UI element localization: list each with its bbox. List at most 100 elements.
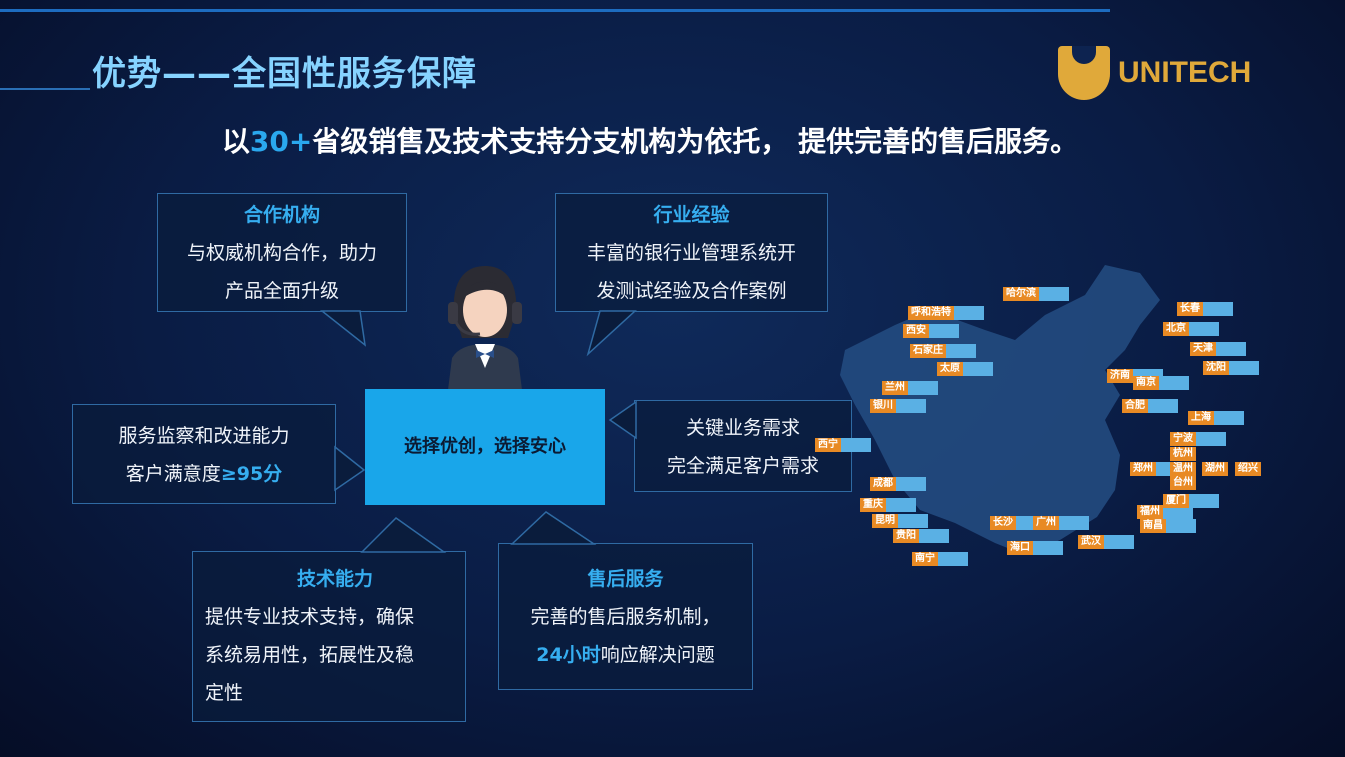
card-highlight: ≥95分 (220, 463, 283, 485)
card-pointer (608, 400, 637, 440)
city-branch-info (1189, 322, 1219, 336)
city-name: 昆明 (872, 514, 898, 528)
city-branch-info (1166, 519, 1196, 533)
card-title: 合作机构 (243, 204, 320, 226)
city-name: 哈尔滨 (1003, 287, 1039, 301)
city-branch-info (938, 552, 968, 566)
card-tech: 技术能力 提供专业技术支持，确保 系统易用性，拓展性及稳 定性 (192, 551, 466, 722)
card-pointer (320, 310, 367, 347)
city-tag: 南京 (1133, 376, 1189, 390)
city-name: 南昌 (1140, 519, 1166, 533)
title-divider (0, 88, 90, 90)
city-branch-info (898, 514, 928, 528)
city-name: 台州 (1170, 476, 1196, 490)
card-title: 技术能力 (296, 568, 373, 590)
city-name: 上海 (1188, 411, 1214, 425)
card-industry: 行业经验 丰富的银行业管理系统开 发测试经验及合作案例 (555, 193, 828, 312)
city-tag: 西安 (903, 324, 959, 338)
card-line: 关键业务需求 (685, 417, 800, 439)
city-branch-info (1148, 399, 1178, 413)
card-line: 产品全面升级 (224, 280, 339, 302)
city-tag: 合肥 (1122, 399, 1178, 413)
city-tag: 西宁 (815, 438, 871, 452)
city-branch-info (1033, 541, 1063, 555)
city-branch-info (954, 306, 984, 320)
city-tag: 昆明 (872, 514, 928, 528)
top-divider (0, 9, 1110, 12)
city-name: 湖州 (1202, 462, 1228, 476)
card-pointer (586, 310, 637, 357)
city-branch-info (841, 438, 871, 452)
city-name: 武汉 (1078, 535, 1104, 549)
city-tag: 武汉 (1078, 535, 1134, 549)
city-branch-info (1059, 516, 1089, 530)
card-line: 完全满足客户需求 (666, 455, 819, 477)
city-tag: 南昌 (1140, 519, 1196, 533)
city-branch-info (1229, 361, 1259, 375)
city-branch-info (1196, 432, 1226, 446)
card-line: 服务监察和改进能力 (118, 425, 290, 447)
city-tag: 沈阳 (1203, 361, 1259, 375)
city-name: 福州 (1137, 505, 1163, 519)
city-branch-info (886, 498, 916, 512)
city-tag: 银川 (870, 399, 926, 413)
card-line: 提供专业技术支持，确保 (205, 606, 415, 628)
city-name: 太原 (937, 362, 963, 376)
city-name: 广州 (1033, 516, 1059, 530)
city-name: 郑州 (1130, 462, 1156, 476)
page-title: 优势——全国性服务保障 (92, 54, 477, 94)
city-tag: 湖州 (1202, 462, 1228, 476)
customer-service-avatar-icon (448, 266, 522, 390)
card-pointer (510, 511, 597, 545)
city-branch-info (896, 477, 926, 491)
city-tag: 海口 (1007, 541, 1063, 555)
subtitle-pre: 以 (221, 125, 250, 158)
card-partner: 合作机构 与权威机构合作，助力 产品全面升级 (157, 193, 407, 312)
card-line: 丰富的银行业管理系统开 (586, 242, 796, 264)
card-highlight: 24小时 (536, 644, 601, 666)
card-line-text: 响应解决问题 (600, 644, 715, 666)
city-tag: 长沙 (990, 516, 1046, 530)
city-name: 天津 (1190, 342, 1216, 356)
city-branch-info (1216, 342, 1246, 356)
logo-text: UNITECH (1118, 56, 1252, 89)
subtitle-highlight: 30+ (249, 125, 313, 158)
card-pointer (360, 517, 447, 553)
logo: UNITECH (1058, 46, 1251, 100)
city-branch-info (963, 362, 993, 376)
card-line-text: 客户满意度 (125, 463, 221, 485)
city-branch-info (919, 529, 949, 543)
city-name: 厦门 (1163, 494, 1189, 508)
city-tag: 广州 (1033, 516, 1089, 530)
city-tag: 呼和浩特 (908, 306, 984, 320)
city-name: 长春 (1177, 302, 1203, 316)
city-tag: 兰州 (882, 381, 938, 395)
city-name: 绍兴 (1235, 462, 1261, 476)
city-tag: 南宁 (912, 552, 968, 566)
city-branch-info (946, 344, 976, 358)
city-tag: 绍兴 (1235, 462, 1261, 476)
city-name: 沈阳 (1203, 361, 1229, 375)
card-title: 售后服务 (587, 568, 664, 590)
city-tag: 温州 (1170, 462, 1196, 476)
city-branch-info (1104, 535, 1134, 549)
city-branch-info (896, 399, 926, 413)
city-name: 银川 (870, 399, 896, 413)
city-tag: 太原 (937, 362, 993, 376)
city-name: 济南 (1107, 369, 1133, 383)
city-name: 成都 (870, 477, 896, 491)
city-branch-info (1214, 411, 1244, 425)
city-branch-info (1039, 287, 1069, 301)
card-line: 完善的售后服务机制， (530, 606, 721, 628)
city-name: 合肥 (1122, 399, 1148, 413)
city-name: 石家庄 (910, 344, 946, 358)
city-tag: 宁波 (1170, 432, 1226, 446)
city-branch-info (929, 324, 959, 338)
card-line: 定性 (205, 682, 244, 704)
city-tag: 天津 (1190, 342, 1246, 356)
center-slogan: 选择优创，选择安心 (365, 389, 605, 505)
city-name: 西宁 (815, 438, 841, 452)
city-tag: 厦门 (1163, 494, 1219, 508)
logo-mark-icon (1058, 46, 1110, 100)
subtitle: 以30+省级销售及技术支持分支机构为依托， 提供完善的售后服务。 (0, 120, 1300, 160)
